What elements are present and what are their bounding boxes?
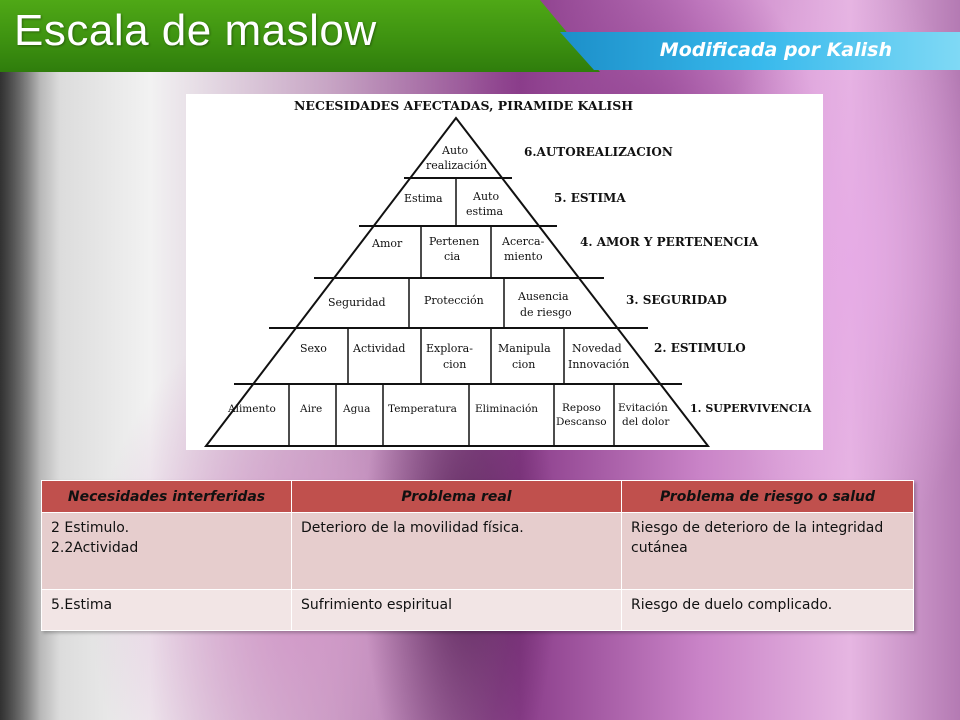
- pyramid-level-label: 4. AMOR Y PERTENENCIA: [580, 235, 759, 249]
- pyramid-cell-text: Aire: [299, 403, 322, 415]
- pyramid-cell-text: Auto: [441, 144, 468, 157]
- table-header-row: Necesidades interferidas Problema real P…: [41, 480, 914, 513]
- pyramid-level-label: 3. SEGURIDAD: [626, 293, 727, 307]
- table-cell-risk: Riesgo de duelo complicado.: [621, 589, 914, 631]
- table-cell-real: Sufrimiento espiritual: [291, 589, 622, 631]
- pyramid-cell-text: Seguridad: [328, 296, 386, 309]
- pyramid-cell-text: realización: [426, 159, 487, 172]
- pyramid-cell-text: Alimento: [227, 403, 276, 415]
- table-cell-need: 2 Estimulo. 2.2Actividad: [41, 512, 292, 590]
- column-header-real-problem: Problema real: [291, 480, 622, 513]
- pyramid-cell-text: cion: [443, 358, 466, 371]
- column-header-risk-problem: Problema de riesgo o salud: [621, 480, 914, 513]
- pyramid-cell-text: del dolor: [622, 416, 670, 428]
- pyramid-cell-text: Auto: [472, 190, 499, 203]
- pyramid-level-label: 6.AUTOREALIZACION: [524, 145, 673, 159]
- pyramid-cell-text: Pertenen: [429, 235, 479, 248]
- pyramid-cell-text: Sexo: [300, 342, 327, 355]
- pyramid-cell-text: Novedad: [572, 342, 622, 355]
- pyramid-cell-text: miento: [504, 250, 543, 263]
- slide-title: Escala de maslow: [14, 6, 377, 55]
- pyramid-cell-text: Eliminación: [475, 403, 538, 415]
- need-line: 2.2Actividad: [51, 540, 139, 556]
- pyramid-cell-text: Temperatura: [388, 403, 457, 415]
- pyramid-cell-text: Explora-: [426, 342, 473, 355]
- pyramid-image: NECESIDADES AFECTADAS, PIRAMIDE KALISH A…: [186, 94, 823, 450]
- column-header-needs: Necesidades interferidas: [41, 480, 292, 513]
- pyramid-cell-text: Protección: [424, 294, 484, 307]
- pyramid-heading: NECESIDADES AFECTADAS, PIRAMIDE KALISH: [294, 98, 633, 113]
- subtitle-banner: [560, 32, 960, 70]
- title-banner: [0, 0, 600, 72]
- table-row: 5.Estima Sufrimiento espiritual Riesgo d…: [41, 589, 914, 631]
- need-line: 2 Estimulo.: [51, 520, 130, 536]
- needs-table: Necesidades interferidas Problema real P…: [41, 480, 914, 631]
- table-cell-risk: Riesgo de deterioro de la integridad cut…: [621, 512, 914, 590]
- pyramid-cell-text: Actividad: [352, 342, 405, 355]
- need-line: 5.Estima: [51, 597, 113, 613]
- table-row: 2 Estimulo. 2.2Actividad Deterioro de la…: [41, 512, 914, 590]
- pyramid-cell-text: Manipula: [498, 342, 551, 355]
- pyramid-level-label: 1. SUPERVIVENCIA: [690, 402, 812, 415]
- pyramid-cell-text: Agua: [342, 403, 370, 415]
- pyramid-cell-text: Ausencia: [517, 290, 569, 303]
- pyramid-cell-text: Descanso: [556, 416, 607, 428]
- pyramid-cell-text: Reposo: [562, 402, 601, 414]
- pyramid-cell-text: de riesgo: [520, 306, 572, 319]
- pyramid-cell-text: cion: [512, 358, 535, 371]
- pyramid-cell-text: cia: [444, 250, 461, 263]
- pyramid-level-label: 5. ESTIMA: [554, 191, 626, 205]
- slide-header: Escala de maslow Modificada por Kalish: [0, 0, 960, 72]
- kalish-pyramid-diagram: NECESIDADES AFECTADAS, PIRAMIDE KALISH A…: [203, 98, 812, 447]
- table-cell-real: Deterioro de la movilidad física.: [291, 512, 622, 590]
- slide-subtitle: Modificada por Kalish: [659, 39, 892, 61]
- pyramid-cell-text: Innovación: [568, 358, 629, 371]
- pyramid-cell-text: Amor: [371, 237, 403, 250]
- pyramid-outline: [203, 116, 711, 447]
- pyramid-cell-text: Evitación: [618, 402, 668, 414]
- pyramid-cell-text: estima: [466, 205, 504, 218]
- pyramid-level-label: 2. ESTIMULO: [654, 341, 746, 355]
- pyramid-cell-text: Estima: [404, 192, 443, 205]
- pyramid-cell-text: Acerca-: [501, 235, 545, 248]
- table-cell-need: 5.Estima: [41, 589, 292, 631]
